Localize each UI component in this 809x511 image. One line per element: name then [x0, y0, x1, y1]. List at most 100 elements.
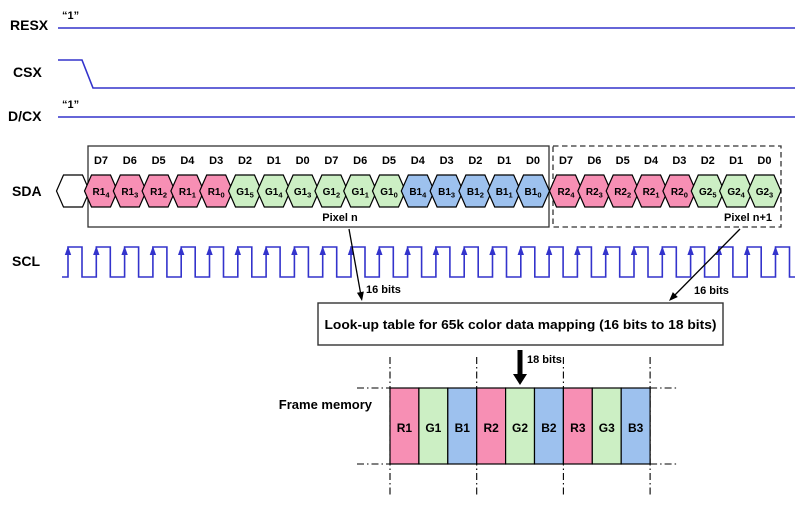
- bit-index-label: D6: [123, 155, 137, 167]
- signal-label-resx: RESX: [10, 17, 49, 33]
- sda-bit-label: R23: [586, 187, 603, 200]
- bit-index-label: D1: [267, 155, 281, 167]
- signal-label-sda: SDA: [12, 183, 42, 199]
- bit-index-label: D2: [701, 155, 715, 167]
- signal-label-dcx: D/CX: [8, 108, 42, 124]
- frame-memory-cell: [418, 387, 449, 465]
- bit-index-label: D7: [324, 155, 338, 167]
- bit-index-label: D0: [526, 155, 540, 167]
- sda-bit-label-main: G1: [294, 187, 308, 198]
- sda-bit-label: B12: [467, 187, 484, 200]
- scl-waveform: [62, 246, 795, 278]
- frame-memory-cell-label: R2: [483, 421, 499, 435]
- lut-box-label: Look-up table for 65k color data mapping…: [325, 317, 717, 332]
- sda-bit-label-subscript: 2: [627, 191, 631, 200]
- frame-memory-cell-label: B3: [628, 421, 644, 435]
- bit-index-label: D2: [238, 155, 252, 167]
- sda-bit-label-main: R2: [558, 187, 571, 198]
- frame-memory-cell: [562, 387, 593, 465]
- frame-memory-cell-label: R3: [570, 421, 586, 435]
- sda-bit-label-subscript: 5: [712, 191, 716, 200]
- frame-memory-cell-label: G2: [512, 421, 528, 435]
- bit-index-label: D6: [587, 155, 601, 167]
- sda-bit-label: B14: [409, 187, 427, 200]
- sda-bit-label-main: R1: [93, 187, 106, 198]
- bit-index-label: D6: [353, 155, 367, 167]
- sda-bit-label-main: G1: [236, 187, 250, 198]
- sda-bit-label-subscript: 0: [221, 191, 225, 200]
- sda-bit-label-subscript: 3: [134, 191, 138, 200]
- sda-bit-label: G12: [323, 187, 341, 200]
- sda-bit-label-main: G1: [323, 187, 337, 198]
- sda-bit-label-main: B1: [525, 187, 538, 198]
- frame-memory-label: Frame memory: [279, 397, 373, 412]
- bit-index-label: D2: [468, 155, 482, 167]
- pixel-n-bits-label: 16 bits: [366, 284, 401, 296]
- sda-bit-label: R13: [121, 187, 138, 200]
- pixel-n-to-lut-arrow: [348, 228, 362, 295]
- sda-bit-label-subscript: 3: [599, 191, 603, 200]
- dcx-level-label: “1”: [62, 99, 79, 111]
- sda-bit-label-subscript: 4: [278, 191, 283, 200]
- sda-bit-label-subscript: 5: [250, 191, 254, 200]
- frame-memory-cell: [620, 387, 651, 465]
- sda-bit-label-main: G1: [351, 187, 365, 198]
- sda-bit-label-subscript: 2: [163, 191, 167, 200]
- sda-bit-label-main: B1: [438, 187, 451, 198]
- lut-box: [317, 302, 724, 346]
- sda-bit-label: B11: [496, 187, 513, 200]
- pixel-n1-to-lut-arrow: [673, 228, 741, 297]
- sda-bit-label-main: R2: [671, 187, 684, 198]
- sda-bit-label: G14: [265, 187, 283, 200]
- bit-index-label: D3: [440, 155, 454, 167]
- frame-memory-cell: [505, 387, 536, 465]
- sda-bit-label-subscript: 1: [192, 191, 196, 200]
- bit-index-label: D4: [411, 155, 426, 167]
- pixel-n-label: Pixel n: [322, 212, 358, 224]
- sda-bit-label: G23: [756, 187, 774, 200]
- bit-index-label: D1: [729, 155, 743, 167]
- resx-level-label: “1”: [62, 10, 79, 22]
- sda-bit-label-main: R1: [150, 187, 163, 198]
- sda-bit-label: G10: [380, 187, 398, 200]
- pixel-n1-to-lut-arrow-head: [669, 292, 678, 301]
- lut-output-bits-label: 18 bits: [527, 354, 562, 366]
- frame-memory-cell: [389, 387, 420, 465]
- sda-bit-label-subscript: 0: [537, 191, 541, 200]
- sda-bit-label: G11: [351, 187, 369, 200]
- frame-memory-cell-label: B1: [455, 421, 471, 435]
- sda-bit-label-subscript: 3: [769, 191, 773, 200]
- pixel-n1-bits-label: 16 bits: [694, 285, 729, 297]
- sda-bit-label-main: G2: [727, 187, 741, 198]
- sda-bit-label: G25: [699, 187, 717, 200]
- sda-bit-label-main: R2: [586, 187, 599, 198]
- sda-bit-label: R24: [558, 187, 576, 200]
- sda-bit-label-subscript: 1: [655, 191, 659, 200]
- bit-index-label: D0: [757, 155, 771, 167]
- frame-memory-cell: [533, 387, 564, 465]
- sda-bit-label: R20: [671, 187, 688, 200]
- sda-bit-label-subscript: 3: [451, 191, 455, 200]
- bit-index-label: D1: [497, 155, 511, 167]
- frame-memory-cell: [447, 387, 478, 465]
- sda-bit-label-main: R1: [208, 187, 221, 198]
- sda-bit-label: B13: [438, 187, 455, 200]
- sda-bit-label-main: G2: [756, 187, 770, 198]
- sda-bit-label: G24: [727, 187, 745, 200]
- bit-index-label: D3: [672, 155, 686, 167]
- sda-bit-label-subscript: 4: [741, 191, 746, 200]
- sda-bit-label-subscript: 3: [307, 191, 311, 200]
- bit-index-label: D7: [94, 155, 108, 167]
- sda-bit-label-main: G1: [265, 187, 279, 198]
- bit-index-label: D3: [209, 155, 223, 167]
- sda-bit-label: B10: [525, 187, 542, 200]
- sda-bit-label-subscript: 0: [684, 191, 688, 200]
- bit-index-label: D4: [644, 155, 659, 167]
- bit-index-label: D5: [152, 155, 166, 167]
- sda-bit-label: G15: [236, 187, 254, 200]
- sda-bit-label: R12: [150, 187, 167, 200]
- bit-index-label: D5: [382, 155, 396, 167]
- pixel-n1-label: Pixel n+1: [724, 212, 772, 224]
